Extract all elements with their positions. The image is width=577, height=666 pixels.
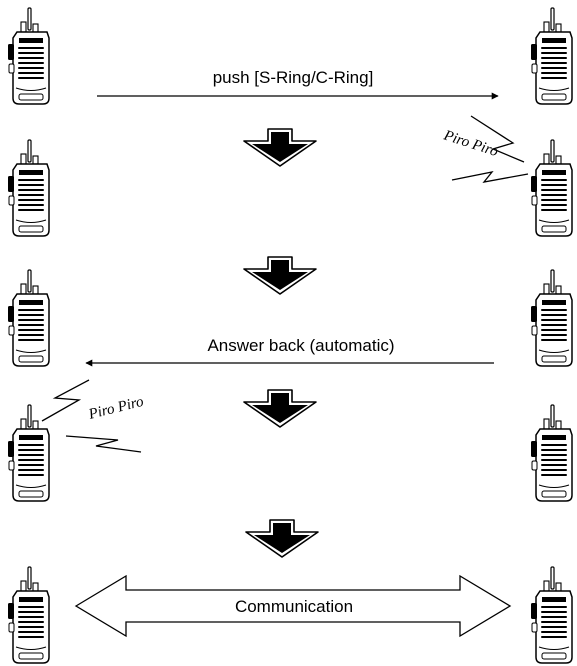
right-radio-5-icon (530, 566, 573, 664)
push-label: push [S-Ring/C-Ring] (213, 68, 374, 87)
left-radio-2-icon (7, 139, 50, 237)
left-radio-3-icon (7, 269, 50, 367)
step-arrow-1-icon (243, 128, 317, 167)
answer-label: Answer back (automatic) (207, 336, 394, 355)
ring-sound-left: Piro Piro (86, 394, 146, 423)
right-radio-2-icon (530, 139, 573, 237)
right-radio-1-icon (530, 7, 573, 105)
left-radio-4-icon (7, 404, 50, 502)
step-arrow-3-icon (243, 389, 317, 428)
step-arrow-2-icon (243, 256, 317, 295)
signal-right-upper-icon (470, 115, 525, 163)
signal-right-lower-icon (451, 171, 529, 183)
signal-left-lower-icon (65, 435, 142, 453)
signal-left-upper-icon (41, 379, 90, 422)
left-radio-1-icon (7, 7, 50, 105)
ring-sound-right: Piro Piro (441, 127, 501, 160)
right-radio-3-icon (530, 269, 573, 367)
right-radio-4-icon (530, 404, 573, 502)
step-arrow-4-icon (245, 519, 319, 558)
communication-label: Communication (235, 597, 353, 616)
left-radio-5-icon (7, 566, 50, 664)
communication-double-arrow (74, 574, 512, 638)
